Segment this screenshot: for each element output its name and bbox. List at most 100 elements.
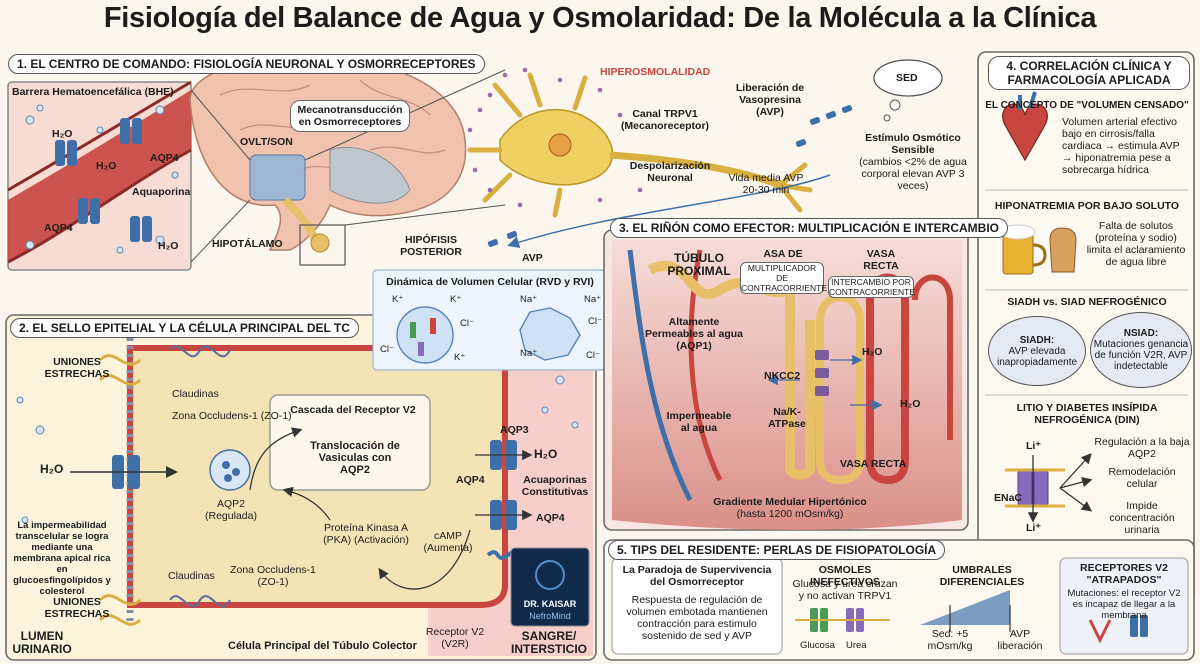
gradiente-detail: (hasta 1200 mOsm/kg) xyxy=(736,508,844,520)
rvd-k-1: K⁺ xyxy=(392,294,404,305)
hiperos-label: HIPEROSMOLALIDAD xyxy=(600,66,711,78)
section-1-header: 1. EL CENTRO DE COMANDO: FISIOLOGÍA NEUR… xyxy=(8,54,485,74)
rvd-k-3: K⁺ xyxy=(454,352,466,363)
h2o-renal-2: H₂O xyxy=(900,398,921,410)
vol-censado-title: EL CONCEPTO DE "VOLUMEN CENSADO" xyxy=(985,100,1189,111)
vida-media-label: Vida media AVP 20-30 min xyxy=(728,172,804,196)
avp-label: AVP xyxy=(522,252,543,264)
paradoja-title: La Paradoja de Supervivencia del Osmorre… xyxy=(622,564,772,588)
enac-label: ENaC xyxy=(994,492,1023,504)
nkcc2-label: NKCC2 xyxy=(764,370,801,382)
osmoles-title: OSMOLES INEFECTIVOS xyxy=(809,564,880,588)
pka-label: Proteína Kinasa A (PKA) (Activación) xyxy=(323,522,409,546)
umbral-sed: Sed: +5 mOsm/kg xyxy=(927,628,973,652)
siadh-text: AVP elevada inapropiadamente xyxy=(996,345,1078,368)
rvd-cl-2: Cl⁻ xyxy=(380,344,394,355)
section-5-header: 5. TIPS DEL RESIDENTE: PERLAS DE FISIOPA… xyxy=(608,540,946,560)
h2o-renal-1: H₂O xyxy=(862,346,883,358)
umbral-avp: AVP liberación xyxy=(997,628,1043,652)
acuaporinas-label: Acuaporinas Constitutivas xyxy=(521,474,589,498)
translocacion-label: Translocación de Vasiculas con AQP2 xyxy=(310,440,400,476)
siadh-title: SIADH vs. SIAD NEFROGÉNICO xyxy=(1007,296,1167,308)
section-4-header: 4. CORRELACIÓN CLÍNICA Y FARMACOLOGÍA AP… xyxy=(988,56,1190,90)
li-top: Li⁺ xyxy=(1026,440,1041,452)
claudinas-label-2: Claudinas xyxy=(168,570,215,582)
rvd-na-3: Na⁺ xyxy=(520,348,538,359)
camp-label: cAMP (Aumenta) xyxy=(423,530,473,554)
intercambio-box: INTERCAMBIO POR CONTRACORRIENTE xyxy=(828,276,915,298)
receptor-v2-label: Receptor V2 (V2R) xyxy=(425,626,485,650)
receptores-title: RECEPTORES V2 "ATRAPADOS" xyxy=(1080,562,1168,586)
umbrales-title: UMBRALES DIFERENCIALES xyxy=(939,564,1025,588)
zo1-label-1: Zona Occludens-1 (ZO-1) xyxy=(172,410,292,422)
glucosa-label: Glucosa xyxy=(800,640,835,651)
aqp4-label: AQP4 xyxy=(456,474,485,486)
brain xyxy=(189,56,467,251)
rvd-k-2: K⁺ xyxy=(450,294,462,305)
hipo-text: Falta de solutos (proteína y sodio) limi… xyxy=(1086,220,1186,268)
aqp4-channels xyxy=(55,118,152,242)
hipotalamo-label: HIPOTÁLAMO xyxy=(212,238,283,250)
bhe-label: Barrera Hematoencefálica (BHE) xyxy=(12,86,174,98)
logo-text-2: NefroMind xyxy=(529,611,571,621)
section-2-header: 2. EL SELLO EPITELIAL Y LA CÉLULA PRINCI… xyxy=(10,318,359,338)
ovlt-label: OVLT/SON xyxy=(240,136,293,148)
rvd-cl-3: Cl⁻ xyxy=(588,316,602,327)
rvd-na-1: Na⁺ xyxy=(520,294,538,305)
cascada-label: Cascada del Receptor V2 xyxy=(290,404,416,416)
h2o-baso: H₂O xyxy=(534,447,558,461)
nsiad-name: NSIAD: xyxy=(1123,328,1159,339)
altamente-label: Altamente Permeables al agua (AQP1) xyxy=(644,316,744,352)
litio-impide: Impide concentración urinaria xyxy=(1109,500,1175,536)
estimulo-label: Estímulo Osmótico Sensible xyxy=(865,132,961,156)
rvd-cl-4: Cl⁻ xyxy=(586,350,600,361)
siadh-name: SIADH: xyxy=(1019,334,1055,346)
vol-censado-text: Volumen arterial efectivo bajo en cirros… xyxy=(1062,116,1180,176)
estimulo-detail: (cambios <2% de agua corporal elevan AVP… xyxy=(859,156,967,192)
aqp4-label-2: AQP4 xyxy=(536,512,565,524)
nsiad-oval: NSIAD: Mutaciones genancia de función V2… xyxy=(1090,312,1192,388)
sed-label: SED xyxy=(896,72,918,84)
heart-icon xyxy=(1002,103,1048,162)
aquaporina-label: Aquaporina xyxy=(132,186,191,198)
liberacion-label: Liberación de Vasopresina (AVP) xyxy=(735,82,805,118)
impermeabilidad-note: La impermeabilidad transcelular se logra… xyxy=(13,520,111,597)
osmoles-text: Glucosa y urea cruzan y no activan TRPV1 xyxy=(792,578,898,602)
litio-title: LITIO Y DIABETES INSÍPIDA NEFROGÉNICA (D… xyxy=(1016,402,1158,426)
threshold-wedge xyxy=(920,590,1010,625)
celula-label: Célula Principal del Túbulo Colector xyxy=(228,640,417,652)
blood-vessel xyxy=(8,90,191,262)
hipofisis-label: HIPÓFISIS POSTERIOR xyxy=(400,234,462,258)
uniones-label-1: UNIONES ESTRECHAS xyxy=(44,356,110,380)
uniones-label-2: UNIONES ESTRECHAS xyxy=(44,596,110,620)
mecano-callout: Mecanotransducción en Osmorreceptores xyxy=(290,100,410,132)
nsiad-text: Mutaciones genancia de función V2R, AVP … xyxy=(1093,339,1189,372)
litio-remod: Remodelación celular xyxy=(1108,466,1176,490)
aqp2-label: AQP2 (Regulada) xyxy=(205,498,257,522)
multiplicador-box: MULTIPLICADOR DE CONTRACORRIENTE xyxy=(740,262,827,294)
h2o-label-2: H₂O xyxy=(96,160,117,172)
h2o-label-3: H₂O xyxy=(158,240,179,252)
li-bottom: Li⁺ xyxy=(1026,522,1041,534)
trpv1-label: Canal TRPV1 (Mecanoreceptor) xyxy=(620,108,710,132)
rvd-title: Dinámica de Volumen Celular (RVD y RVI) xyxy=(386,276,594,288)
avp-flow xyxy=(507,174,831,248)
despol-label: Despolarización Neuronal xyxy=(629,160,711,184)
aqp3-label: AQP3 xyxy=(500,424,529,436)
siadh-oval: SIADH: AVP elevada inapropiadamente xyxy=(988,316,1086,386)
rvd-na-2: Na⁺ xyxy=(584,294,602,305)
vasarecta-bottom: VASA RECTA xyxy=(840,458,907,470)
tubulo-label: TÚBULO PROXIMAL xyxy=(667,251,731,278)
nak-label: Na/K-ATPase xyxy=(768,406,806,430)
logo-box xyxy=(510,547,590,627)
impermeable-label: Impermeable al agua xyxy=(666,410,732,434)
aqp4-label-1: AQP4 xyxy=(150,152,179,164)
litio-reg: Regulación a la baja AQP2 xyxy=(1094,436,1190,460)
toast-icon xyxy=(1049,227,1077,273)
h2o-apical: H₂O xyxy=(40,462,64,476)
gradiente-label: Gradiente Medular Hipertónico xyxy=(713,496,867,508)
urea-label: Urea xyxy=(846,640,867,651)
aqp4-label-2: AQP4 xyxy=(44,222,73,234)
sangre-label: SANGRE/ INTERSTICIO xyxy=(510,629,587,656)
